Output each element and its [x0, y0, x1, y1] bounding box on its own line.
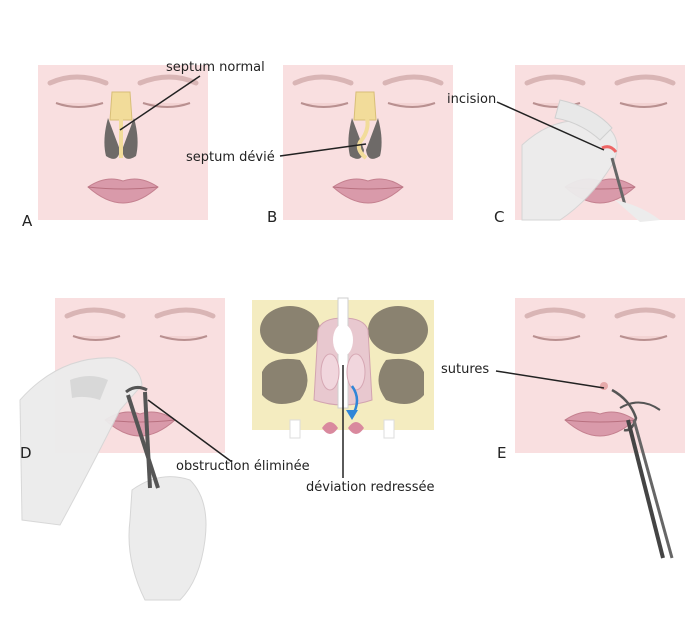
label-incision: incision — [447, 92, 497, 107]
panel-letter-e: E — [497, 444, 507, 462]
leader-sutures — [495, 370, 605, 389]
needle-holder-e — [600, 382, 674, 559]
nose-b — [348, 91, 382, 160]
label-sutures: sutures — [441, 362, 490, 377]
leader-septum-devie — [279, 143, 367, 157]
leader-incision — [496, 101, 605, 151]
label-deviation: déviation redressée — [306, 480, 435, 495]
leader-obstruction — [147, 399, 233, 463]
panel-letter-b: B — [267, 208, 278, 226]
nose-a — [104, 91, 138, 159]
panel-a — [38, 65, 208, 220]
label-septum-normal: septum normal — [166, 60, 265, 75]
gloved-hands-d — [19, 357, 207, 601]
label-septum-devie: septum dévié — [186, 150, 275, 165]
panel-d — [19, 298, 233, 601]
panel-letter-a: A — [22, 212, 33, 230]
face-b — [283, 65, 453, 220]
leader-septum-normal — [119, 75, 201, 131]
panel-b — [279, 65, 453, 220]
panel-e — [495, 298, 685, 559]
label-obstruction: obstruction éliminée — [176, 459, 310, 474]
panel-letter-d: D — [20, 444, 32, 462]
sinus-cross-section — [252, 297, 434, 478]
face-e — [515, 298, 685, 453]
panel-c — [496, 65, 685, 222]
panel-letter-c: C — [494, 208, 505, 226]
